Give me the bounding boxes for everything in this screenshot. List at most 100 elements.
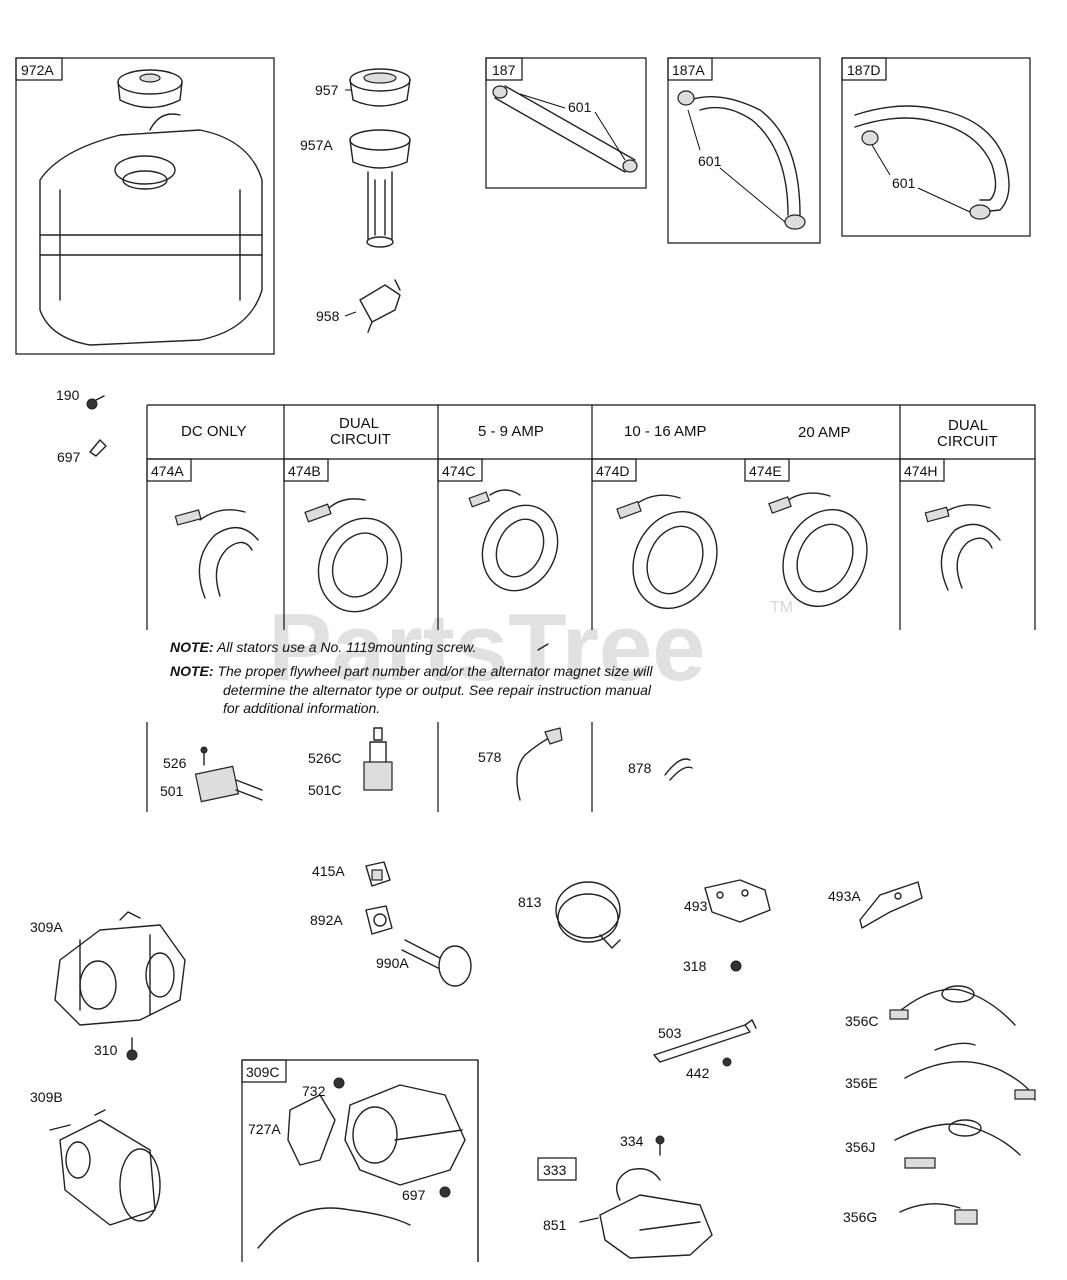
part-474H-stator[interactable]: 474H [899, 458, 1001, 591]
callout-697a: 697 [57, 449, 81, 465]
box-972A-tag [15, 57, 63, 81]
callout-356C: 356C [845, 1013, 878, 1029]
tag-474D: 474D [596, 463, 629, 479]
part-697-screw[interactable]: 697 [57, 439, 107, 465]
part-356G-harness[interactable]: 356G [843, 1203, 978, 1225]
callout-309B: 309B [30, 1089, 63, 1105]
part-309B-starter[interactable]: 309B [30, 1089, 161, 1226]
part-333-starter[interactable]: 333 334 851 [537, 1133, 713, 1259]
part-415A-connector[interactable]: 415A [312, 861, 391, 887]
part-958-fuel-valve[interactable]: 958 [316, 279, 401, 333]
callout-727A: 727A [248, 1121, 281, 1137]
part-474B-stator[interactable]: 474B [283, 458, 417, 625]
note-2-line-3: for additional information. [223, 700, 380, 716]
part-474C-stator[interactable]: 474C [437, 458, 571, 603]
callout-601b: 601 [698, 153, 722, 169]
part-878-wire[interactable]: 878 [628, 758, 693, 781]
box-187-label: 187 [492, 62, 516, 78]
callout-415A: 415A [312, 863, 345, 879]
part-578-wire[interactable]: 578 [478, 727, 563, 801]
part-187-fuel-line[interactable]: 187 601 [485, 57, 647, 189]
callout-333: 333 [543, 1162, 567, 1178]
box-187-frame [485, 57, 647, 189]
note-2-line-2: determine the alternator type or output.… [223, 682, 652, 698]
callout-601a: 601 [568, 99, 592, 115]
part-309A-starter[interactable]: 309A [30, 911, 186, 1026]
box-309C-label: 309C [246, 1064, 279, 1080]
header-5-9-amp: 5 - 9 AMP [478, 423, 544, 440]
callout-442: 442 [686, 1065, 710, 1081]
part-501-rectifier[interactable]: 526 501 [160, 746, 263, 803]
part-356J-harness[interactable]: 356J [845, 1119, 1021, 1169]
callout-697b: 697 [402, 1187, 426, 1203]
callout-356G: 356G [843, 1209, 877, 1225]
part-892A-switch[interactable]: 892A [310, 905, 393, 935]
part-957A-cap-gauge[interactable]: 957A [300, 129, 411, 248]
box-333-tag [537, 1157, 577, 1181]
part-309C-starter-kit[interactable]: 309C 732 727A 697 [241, 1059, 479, 1262]
callout-892A: 892A [310, 912, 343, 928]
tag-474E: 474E [749, 463, 782, 479]
tag-474C: 474C [442, 463, 475, 479]
header-dual-circuit-2a: DUAL [948, 417, 988, 434]
part-474E-stator[interactable]: 474E [744, 458, 882, 620]
box-187-tag [485, 57, 523, 81]
part-493A-bracket[interactable]: 493A [828, 881, 923, 929]
header-dual-circuit-2b: CIRCUIT [937, 433, 998, 450]
box-187D-frame [841, 57, 1031, 237]
part-318-screw[interactable]: 318 [683, 958, 742, 974]
callout-501: 501 [160, 783, 184, 799]
part-957-fuel-cap[interactable]: 957 [315, 68, 411, 107]
callout-526: 526 [163, 755, 187, 771]
callout-526C: 526C [308, 750, 341, 766]
part-990A-knob[interactable]: 990A [376, 939, 472, 987]
part-474D-stator[interactable]: 474D [591, 458, 732, 622]
callout-503: 503 [658, 1025, 682, 1041]
callout-493A: 493A [828, 888, 861, 904]
header-dc-only: DC ONLY [181, 423, 247, 440]
box-187A-frame [667, 57, 821, 244]
callout-578: 578 [478, 749, 502, 765]
callout-190: 190 [56, 387, 80, 403]
callout-356E: 356E [845, 1075, 878, 1091]
callout-732: 732 [302, 1083, 326, 1099]
part-972A-fuel-tank[interactable]: 972A [15, 57, 275, 355]
part-356C-harness[interactable]: 356C [845, 985, 1016, 1029]
box-187A-tag [667, 57, 713, 81]
watermark: PartsTree [268, 594, 706, 701]
part-187A-fuel-line[interactable]: 187A 601 [667, 57, 821, 244]
callout-334: 334 [620, 1133, 644, 1149]
box-309C-frame [242, 1059, 479, 1262]
part-187D-fuel-line[interactable]: 187D 601 [841, 57, 1031, 237]
header-10-16-amp: 10 - 16 AMP [624, 423, 707, 440]
box-187D-tag [841, 57, 887, 81]
part-503-bracket[interactable]: 503 442 [653, 1019, 757, 1081]
part-493-bracket[interactable]: 493 [684, 879, 771, 923]
box-972A-label: 972A [21, 62, 54, 78]
header-dual-circuit-1b: CIRCUIT [330, 431, 391, 448]
callout-318: 318 [683, 958, 707, 974]
callout-878: 878 [628, 760, 652, 776]
part-356E-harness[interactable]: 356E [845, 1042, 1036, 1101]
part-310-bolt[interactable]: 310 [94, 1037, 138, 1061]
header-20-amp: 20 AMP [798, 424, 851, 441]
box-187A-label: 187A [672, 62, 705, 78]
callout-356J: 356J [845, 1139, 875, 1155]
tag-474H: 474H [904, 463, 937, 479]
tag-474A: 474A [151, 463, 184, 479]
stator-table: DC ONLY DUAL CIRCUIT 5 - 9 AMP 10 - 16 A… [146, 404, 1036, 812]
callout-310: 310 [94, 1042, 118, 1058]
box-309C-tag [241, 1059, 287, 1083]
box-972A-frame [15, 57, 275, 355]
callout-957: 957 [315, 82, 339, 98]
callout-601c: 601 [892, 175, 916, 191]
callout-309A: 309A [30, 919, 63, 935]
part-501C-rectifier[interactable]: 526C 501C [308, 727, 393, 798]
box-187D-label: 187D [847, 62, 880, 78]
callout-501C: 501C [308, 782, 341, 798]
part-190-screw[interactable]: 190 [56, 387, 105, 410]
part-474A-stator[interactable]: 474A [146, 458, 259, 599]
part-813-clamp[interactable]: 813 [518, 881, 621, 949]
callout-957A: 957A [300, 137, 333, 153]
